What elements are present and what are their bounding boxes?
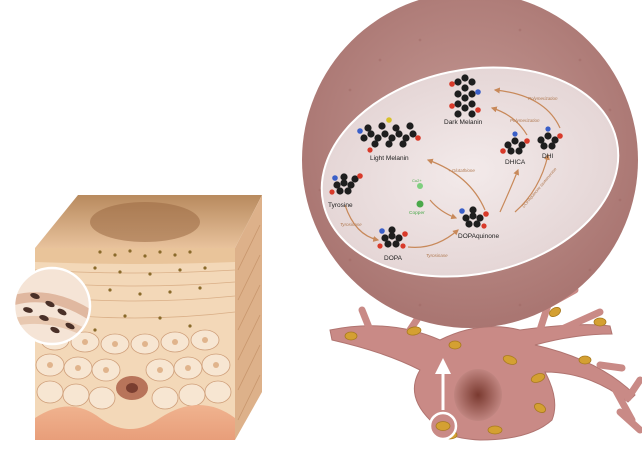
cell-nucleus (454, 369, 502, 421)
label-cu: Cu2+ (412, 178, 422, 183)
label-tyrosinase-2: Tyrosinase (426, 253, 448, 258)
label-dhica: DHICA (505, 159, 526, 166)
skin-block (14, 195, 262, 440)
label-light-melanin: Light Melanin (370, 155, 409, 162)
label-dopaquinone: DOPAquinone (458, 233, 499, 240)
label-tyrosine: Tyrosine (328, 202, 353, 209)
label-polymerization-1: Polymerization (510, 118, 540, 123)
label-dopa: DOPA (384, 255, 403, 262)
cu-ion (417, 183, 423, 189)
zoom-circle: Tyrosine DOPA DOPAquinone Light Melanin … (302, 0, 638, 328)
label-dark-melanin: Dark Melanin (444, 119, 483, 126)
pigment-spot (90, 202, 200, 242)
label-copper: Copper (409, 210, 425, 216)
magnifier-inset (14, 268, 92, 344)
copper-ion (417, 201, 424, 208)
label-glutathione: + Glutathione (448, 168, 475, 173)
label-polymerization-2: Polymerization (528, 96, 558, 101)
label-tyrosinase-1: Tyrosinase (340, 222, 362, 227)
label-dhi: DHI (542, 153, 553, 160)
